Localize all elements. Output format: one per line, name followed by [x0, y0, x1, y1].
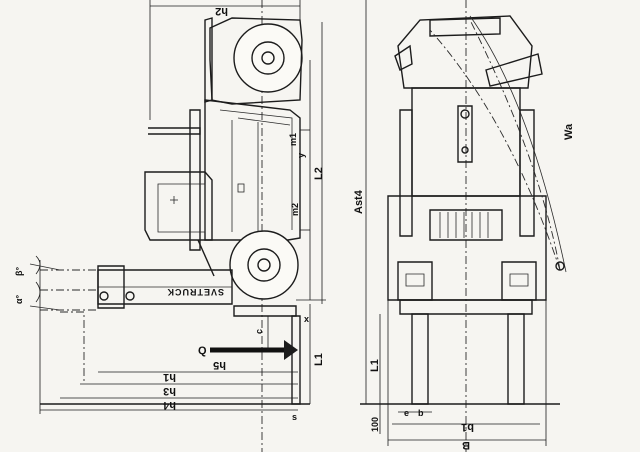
- label-Wa: Wa: [563, 123, 575, 140]
- front-view: Wa Ast4 L1 100 e b b1 B: [353, 0, 575, 452]
- label-B: B: [462, 439, 470, 451]
- label-b: b: [418, 408, 424, 418]
- right-axle-cap: [509, 273, 529, 287]
- front-wheel-hub: [247, 248, 281, 282]
- steering-knob: [461, 146, 469, 154]
- label-h1: h1: [163, 371, 176, 383]
- right-axle-box: [501, 261, 537, 301]
- label-m2: m2: [290, 203, 300, 216]
- alpha-arc: [35, 281, 41, 303]
- label-beta: β°: [14, 267, 24, 276]
- radius-line-2: [469, 19, 561, 271]
- label-e: e: [404, 408, 409, 418]
- radius-arc: [469, 15, 567, 273]
- left-fork: [411, 313, 429, 405]
- carriage-bar: [399, 299, 533, 315]
- front-wheel-axle: [257, 258, 271, 272]
- tilt-back-line: [29, 305, 61, 311]
- label-h4: h4: [162, 399, 176, 411]
- label-s: s: [292, 412, 297, 422]
- fork-tine: [291, 315, 301, 405]
- turning-center: [555, 261, 565, 271]
- steering-top: [460, 109, 470, 119]
- label-Q: Q: [198, 345, 207, 357]
- label-m1: m1: [288, 133, 298, 146]
- left-mirror: [394, 44, 413, 71]
- chassis-detail: [237, 117, 291, 126]
- brand-mark: SVETRUCK: [166, 287, 224, 297]
- guard-post: [189, 109, 201, 251]
- top-body: [397, 15, 533, 89]
- fork-carriage: [97, 265, 125, 309]
- rear-wheel-hub: [251, 41, 285, 75]
- label-L1-front: L1: [369, 359, 381, 372]
- guard-roof: [148, 127, 201, 135]
- cab: [144, 171, 213, 241]
- side-view: SVETRUCK Q h2 m1 y L2 m2 x c: [14, 0, 326, 452]
- chassis-inner: [219, 109, 293, 230]
- label-h5: h5: [213, 359, 226, 371]
- right-fork: [507, 313, 525, 405]
- cab-mirror: [237, 183, 245, 193]
- rear-wheel-axle: [261, 51, 275, 65]
- left-axle-box: [397, 261, 433, 301]
- rear-wheel: [233, 23, 303, 93]
- left-axle-cap: [405, 273, 425, 287]
- label-alpha: α°: [14, 294, 24, 304]
- fork-heel: [233, 305, 297, 317]
- radiator: [429, 209, 503, 241]
- tilt-cylinder: [197, 239, 215, 277]
- label-c: c: [254, 329, 264, 334]
- tilted-mast-outline: [40, 269, 96, 311]
- top-cover: [429, 17, 501, 37]
- beta-arc: [35, 255, 41, 275]
- left-tire: [399, 109, 413, 237]
- steering-column: [457, 105, 473, 163]
- label-x: x: [304, 314, 309, 324]
- label-100: 100: [370, 417, 380, 432]
- label-h2: h2: [215, 5, 228, 17]
- mast-roller: [125, 291, 135, 301]
- label-L2: L2: [313, 167, 325, 180]
- tilt-fwd-line: [29, 263, 61, 271]
- right-mirror: [485, 53, 543, 87]
- label-L1: L1: [313, 353, 325, 366]
- fork-dashed: [60, 311, 85, 384]
- radiator-grille: [439, 212, 489, 238]
- radius-line-1: [429, 29, 561, 271]
- cab-window: [157, 183, 206, 233]
- counterweight: [209, 17, 303, 105]
- right-tire: [519, 109, 535, 237]
- label-y: y: [296, 153, 306, 158]
- load-arrow-head: [284, 340, 298, 360]
- label-Ast4: Ast4: [353, 189, 365, 214]
- label-b1: b1: [461, 421, 474, 433]
- chassis: [204, 99, 301, 241]
- counterweight-back: [204, 17, 213, 103]
- front-wheel: [229, 230, 299, 300]
- label-h3: h3: [163, 385, 176, 397]
- carriage-roller: [99, 291, 109, 301]
